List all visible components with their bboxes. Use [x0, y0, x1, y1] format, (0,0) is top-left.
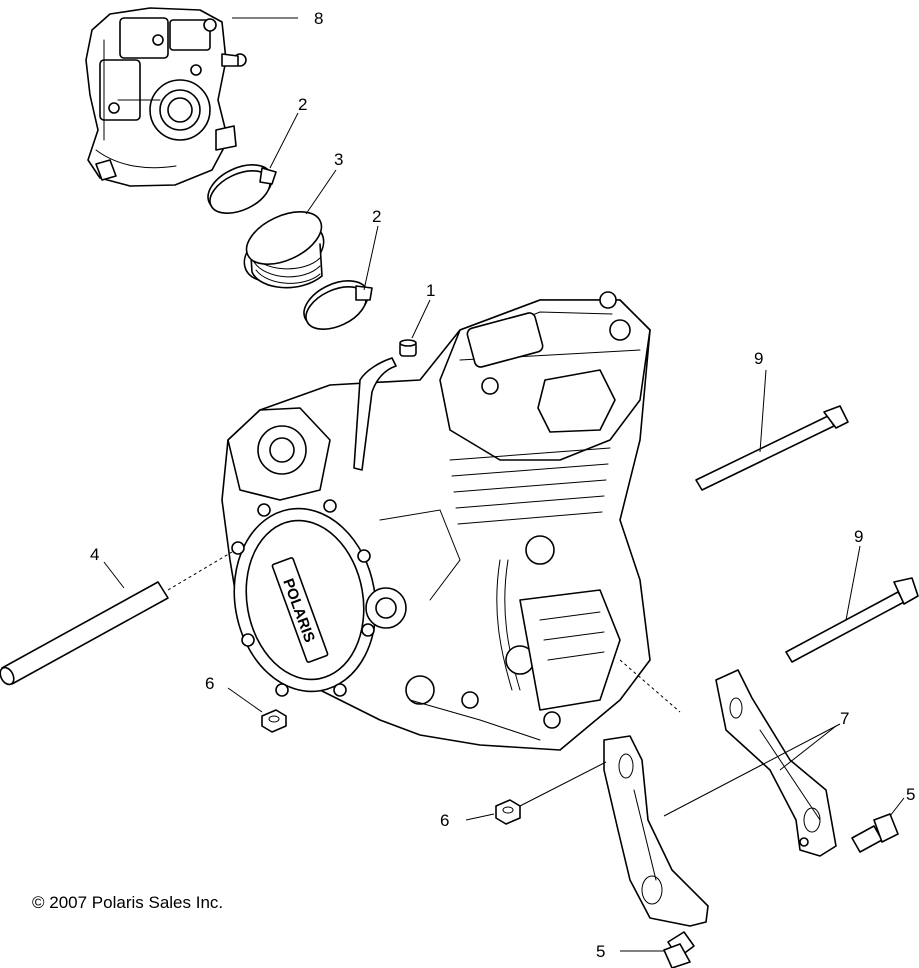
callout-5-bottom: 5: [596, 942, 605, 961]
callout-9-upper: 9: [754, 349, 763, 368]
callout-6-lower: 6: [440, 811, 449, 830]
callout-2-lower: 2: [372, 207, 381, 226]
callout-3: 3: [334, 150, 343, 169]
callout-9-lower: 9: [854, 527, 863, 546]
bolt-upper: [695, 405, 849, 491]
engine-assembly: POLARIS: [221, 291, 651, 751]
callout-4: 4: [90, 545, 99, 564]
mount-bracket-lower: [603, 735, 709, 927]
callout-5-right: 5: [906, 785, 915, 804]
mount-bracket-right: [715, 669, 837, 857]
intake-boot: [243, 211, 325, 289]
nut-left: [261, 709, 287, 733]
callout-6-left: 6: [205, 674, 214, 693]
bolt-lower: [785, 577, 919, 663]
mount-tube: [0, 581, 169, 686]
bolt-short-bottom: [663, 931, 695, 968]
bolt-short-right: [851, 813, 899, 853]
callout-7: 7: [840, 709, 849, 728]
copyright-notice: © 2007 Polaris Sales Inc.: [32, 893, 223, 912]
callout-2-upper: 2: [298, 95, 307, 114]
bushing: [399, 339, 417, 357]
callout-8: 8: [314, 9, 323, 28]
nut-lower: [495, 799, 521, 825]
clamp-lower: [303, 280, 373, 330]
clamp-upper: [207, 164, 277, 214]
callout-1: 1: [426, 281, 435, 300]
throttle-body-assembly: [85, 7, 247, 187]
